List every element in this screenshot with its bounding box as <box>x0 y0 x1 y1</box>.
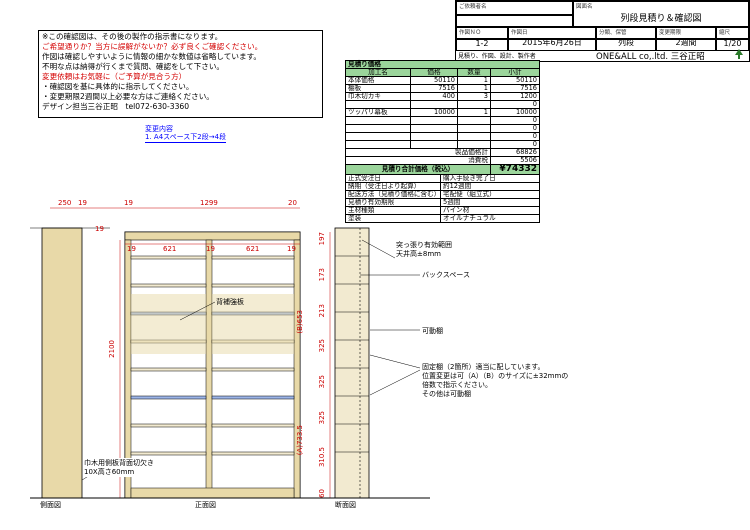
label-fixed4: その他は可動棚 <box>422 390 471 398</box>
label-fixed1: 固定棚（2箇所）適当に配しています。 <box>422 363 545 371</box>
label-fixed2: 位置変更は可（A）（B）のサイズに±32mmの <box>422 372 569 380</box>
note-line: ・確認図を基に具体的に指示してください。 <box>42 82 194 91</box>
right-dims: 197 173 213 325 325 325 310.5 60 <box>318 232 326 498</box>
dim-top: 19 <box>124 199 133 207</box>
changes-title: 変更内容 <box>145 125 173 133</box>
dim-inner: 19 <box>287 245 296 253</box>
label-movable: 可動棚 <box>422 327 443 335</box>
date-label: 作図日 <box>511 30 528 36</box>
side-panel <box>41 227 83 499</box>
no-value: 1-2 <box>475 39 489 48</box>
notes-box: ※この確認図は、その後の製作の指示書になります。 ご希望通りか？当方に誤解がない… <box>38 30 323 118</box>
label-brace: 背補強板 <box>216 298 244 306</box>
section-view <box>334 227 370 499</box>
note-line: 不明な点は納得が行くまで質問、確認をして下さい。 <box>42 62 225 71</box>
note-line: ※この確認図は、その後の製作の指示書になります。 <box>42 32 223 41</box>
scale-value: 1/20 <box>723 39 742 48</box>
label-cut: 巾木用側板背面切欠き <box>84 458 154 468</box>
footer-left: 見積り、作図、設計、製作者 <box>458 53 536 60</box>
dim-a: (A)733.5 <box>296 425 304 456</box>
dim-inner: 19 <box>206 245 215 253</box>
view-side: 側面図 <box>40 501 61 509</box>
date-value: 2015年6月26日 <box>522 38 582 47</box>
dim-height: 2100 <box>108 340 116 358</box>
class-label: 分類、保管 <box>599 30 627 36</box>
deadline-label: 変更期限 <box>659 30 682 36</box>
view-section: 断面図 <box>335 501 356 509</box>
view-front: 正面図 <box>195 501 216 509</box>
dim-top: 19 <box>78 199 87 207</box>
note-line: ・変更期限2週間以上必要な方はご連絡ください。 <box>42 92 214 101</box>
title-block: ご依頼者名 図面名列段見積り＆確認図 作図ＮＯ 作図日 分類、保管 変更期限 縮… <box>455 0 750 62</box>
note-line: ご希望通りか？当方に誤解がないか？必ず良くご確認ください。 <box>42 42 263 51</box>
note-line: 作図は確認しやすいように情報の細かな数値は省略しています。 <box>42 52 261 61</box>
dim-left: 19 <box>95 225 104 233</box>
dim-inner: 19 <box>127 245 136 253</box>
dim-top: 1299 <box>200 199 218 207</box>
info-row: 塗装オイルナチュラル <box>345 214 540 223</box>
label-top2: 天井高±8mm <box>396 250 441 258</box>
scale-label: 縮尺 <box>719 30 731 36</box>
drawing-name-label: 図面名 <box>576 4 593 10</box>
footer-right: ONE&ALL co,.ltd. 三谷正昭 <box>596 52 705 62</box>
note-line: デザイン担当三谷正昭 tel072-630-3360 <box>42 102 190 111</box>
label-fixed3: 倍数で指示ください。 <box>422 381 492 389</box>
class-value: 列段 <box>618 38 634 47</box>
label-back: バックスペース <box>422 271 470 279</box>
dim-top: 20 <box>288 199 297 207</box>
dim-top: 250 <box>58 199 72 207</box>
dim-b: (B)653 <box>296 310 304 334</box>
dim-inner: 621 <box>246 245 260 253</box>
label-top: 突っ張り有効範囲 <box>396 241 452 249</box>
dim-inner: 621 <box>163 245 177 253</box>
changes-item: 1. A4スペース下2段→4段 <box>145 133 227 143</box>
note-line: 変更依頼はお気軽に（ご予算が見合う方） <box>42 72 187 81</box>
deadline-value: 2週間 <box>675 38 697 47</box>
logo-icon <box>734 49 744 59</box>
no-label: 作図ＮＯ <box>459 30 482 36</box>
drawing-name: 列段見積り＆確認図 <box>620 14 702 24</box>
label-cut2: 10X高さ60mm <box>84 467 135 477</box>
customer-label: ご依頼者名 <box>459 4 487 10</box>
